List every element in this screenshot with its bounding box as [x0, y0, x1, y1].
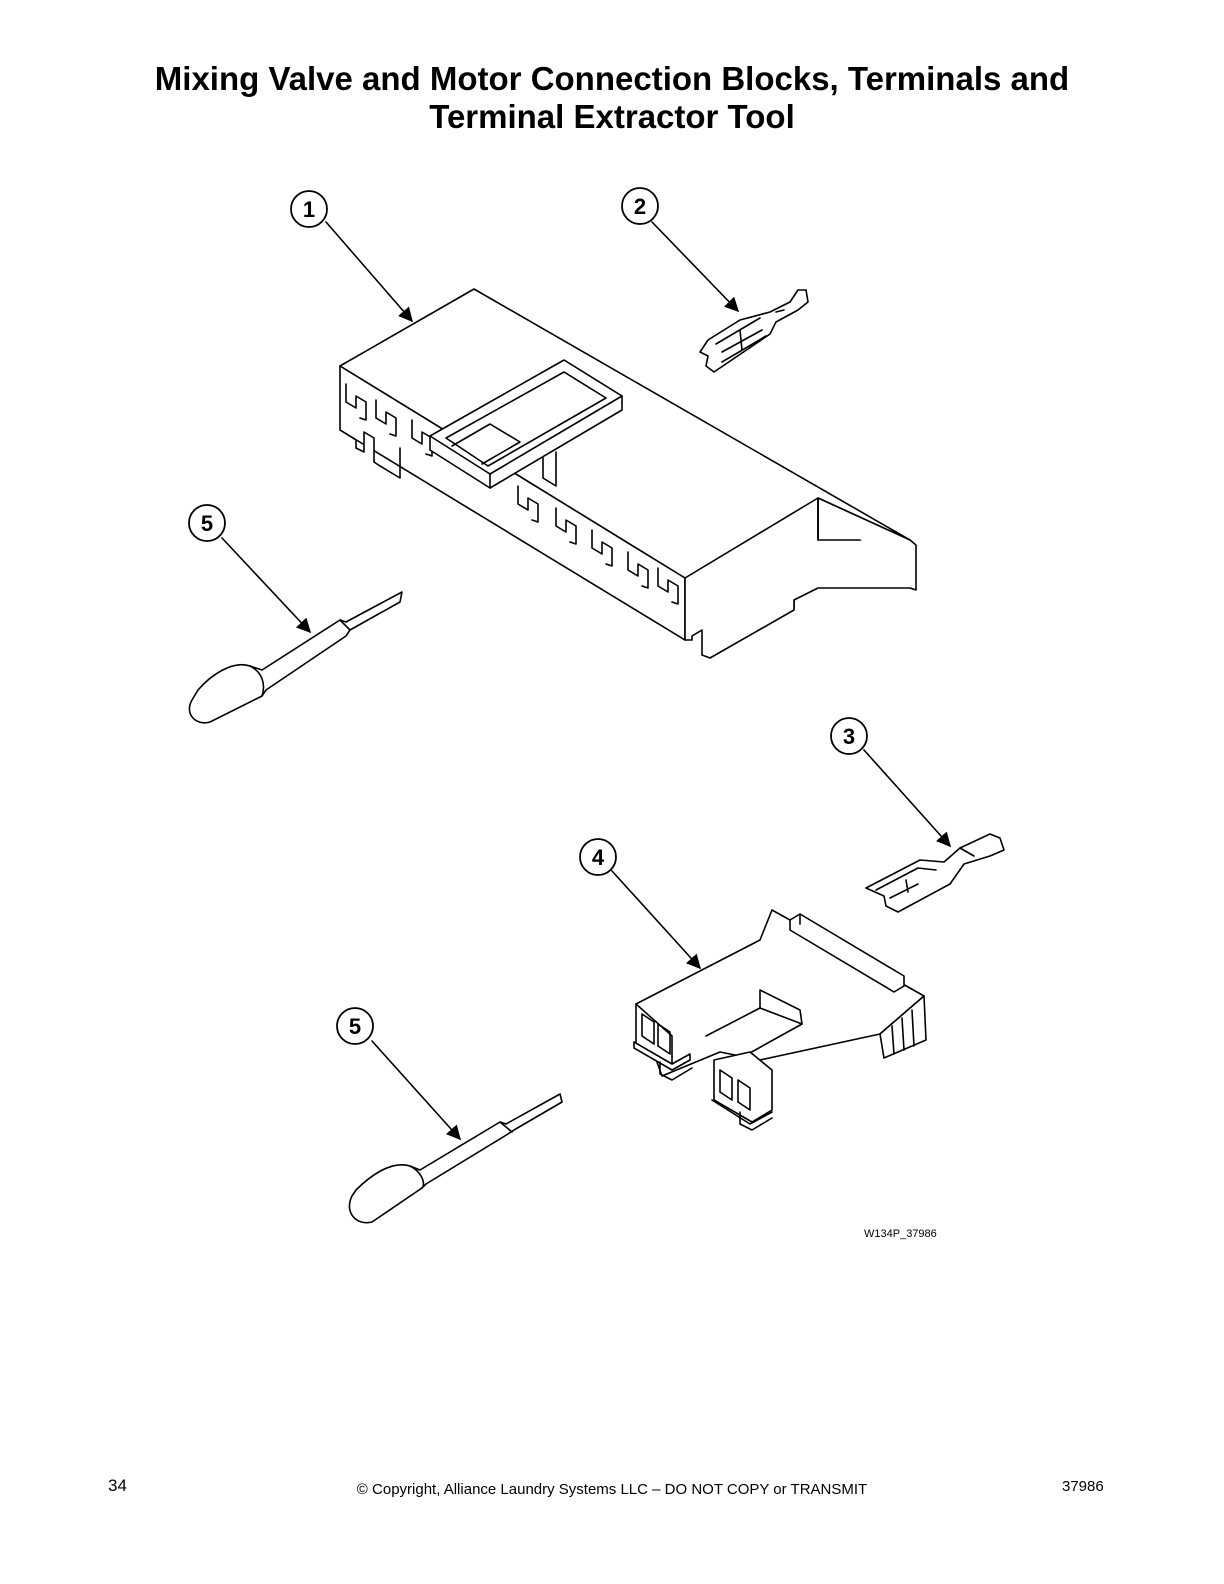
- svg-text:4: 4: [592, 845, 605, 870]
- svg-text:5: 5: [349, 1014, 361, 1039]
- page-number: 34: [108, 1476, 127, 1495]
- copyright-notice: © Copyright, Alliance Laundry Systems LL…: [356, 1481, 868, 1498]
- extractor-tool-lower: [348, 1093, 563, 1224]
- title-line-1: Mixing Valve and Motor Connection Blocks…: [154, 60, 1070, 97]
- callout-3: 3: [830, 717, 868, 755]
- svg-text:5: 5: [201, 511, 213, 536]
- connection-block-large: [339, 288, 917, 659]
- callout-1: 1: [290, 190, 328, 228]
- title-line-2: Terminal Extractor Tool: [429, 98, 795, 135]
- callout-4: 4: [579, 838, 617, 876]
- svg-text:3: 3: [843, 724, 855, 749]
- terminal-upper: [699, 289, 809, 373]
- callout-2: 2: [621, 187, 659, 225]
- connection-block-small: [633, 909, 927, 1131]
- terminal-pockets: [345, 383, 679, 605]
- page-title: Mixing Valve and Motor Connection Blocks…: [0, 60, 1224, 136]
- callout-5-lower: 5: [336, 1007, 374, 1045]
- figure-id: W134P_37986: [864, 1228, 937, 1240]
- document-number: 37986: [1062, 1478, 1104, 1495]
- callout-5-upper: 5: [188, 504, 226, 542]
- extractor-tool-upper: [188, 591, 403, 724]
- terminal-right: [865, 833, 1005, 913]
- svg-text:1: 1: [303, 197, 315, 222]
- svg-text:2: 2: [634, 194, 646, 219]
- leader-lines: [221, 221, 951, 1141]
